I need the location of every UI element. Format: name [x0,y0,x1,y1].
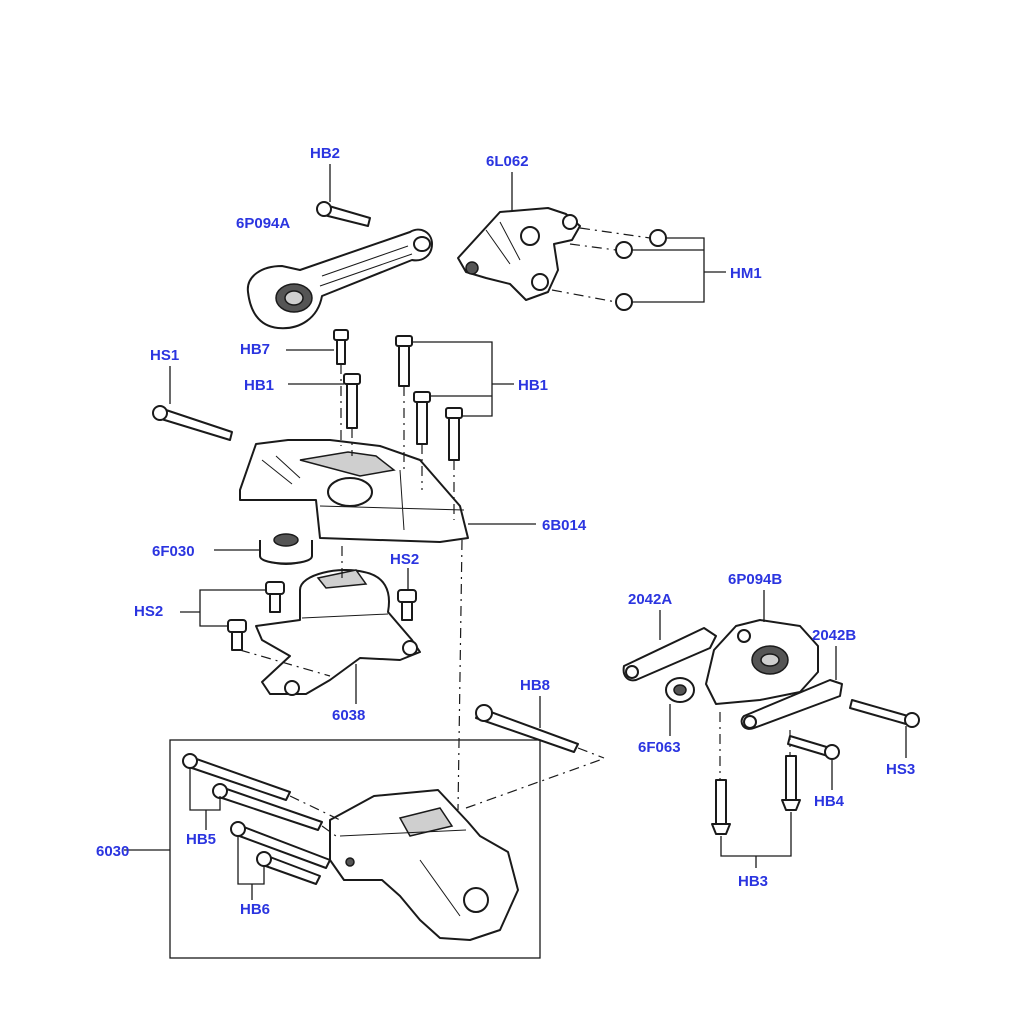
bolts-hb5[interactable] [182,753,323,831]
nuts-hm1[interactable] [615,229,667,311]
label-6f063: 6F063 [638,739,681,756]
mount-housing-6b014[interactable] [239,439,469,543]
label-hb4: HB4 [814,793,845,810]
label-hs1: HS1 [150,347,179,364]
label-hs3: HS3 [886,761,915,778]
label-hb7: HB7 [240,341,270,358]
label-hb2: HB2 [310,145,340,162]
bolt-hs2-right[interactable] [397,589,417,621]
label-6p094a: 6P094A [236,215,290,232]
bracket-2042b[interactable] [740,679,843,730]
bracket-6030[interactable] [329,789,519,941]
label-6p094b: 6P094B [728,571,782,588]
bolts-hs2-left[interactable] [227,581,285,651]
bracket-2042a[interactable] [622,627,717,682]
mount-6038[interactable] [255,569,421,696]
label-2042b: 2042B [812,627,856,644]
label-2042a: 2042A [628,591,672,608]
label-hb1-right: HB1 [518,377,548,394]
bolts-hb3[interactable] [711,755,801,835]
label-6038: 6038 [332,707,365,724]
bracket-6l062[interactable] [457,207,581,301]
label-hb6: HB6 [240,901,270,918]
label-hb3: HB3 [738,873,768,890]
torque-rod-6p094a[interactable] [246,228,433,330]
label-hm1: HM1 [730,265,762,282]
label-hs2-left: HS2 [134,603,163,620]
bush-6f063[interactable] [665,677,695,703]
label-hb5: HB5 [186,831,216,848]
label-6l062: 6L062 [486,153,529,170]
box-6030 [169,739,541,959]
bolt-hb4[interactable] [787,735,840,760]
bolt-hs1[interactable] [152,405,233,441]
label-hs2-right: HS2 [390,551,419,568]
bolt-hb1-left[interactable] [343,373,361,429]
bolt-hb8[interactable] [475,704,579,753]
bolt-hs3[interactable] [849,699,920,728]
label-6b014: 6B014 [542,517,587,534]
bush-6f030[interactable] [259,533,313,565]
bolts-hb6[interactable] [230,821,331,885]
bolts-hb1-right[interactable] [395,335,463,461]
label-hb8: HB8 [520,677,550,694]
label-hb1-left: HB1 [244,377,274,394]
bolt-hb7[interactable] [333,329,349,365]
bolt-hb2[interactable] [316,201,371,227]
label-6030: 6030 [96,843,129,860]
label-6f030: 6F030 [152,543,195,560]
mount-6p094b[interactable] [705,619,819,705]
